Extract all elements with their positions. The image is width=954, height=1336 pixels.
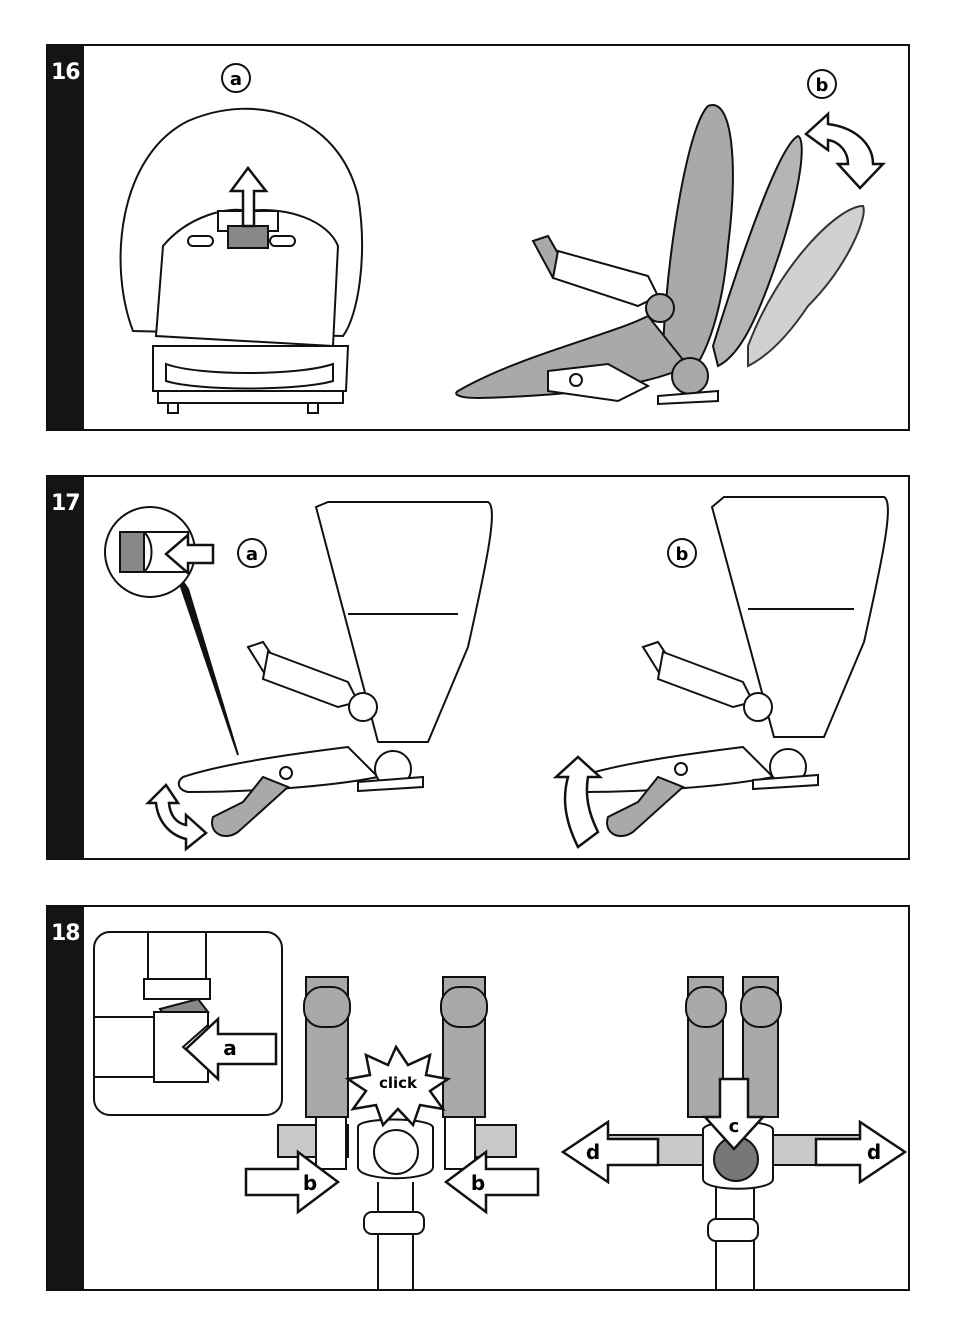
label-a-badge: a: [238, 539, 266, 567]
label-b-badge: b: [668, 539, 696, 567]
buckle-inset: [94, 932, 282, 1115]
step-18-illustration: a click b b: [48, 907, 910, 1291]
label-d-right: d: [867, 1140, 881, 1164]
step-16-panel: 16 a: [46, 44, 910, 431]
harness-unbuckled: [278, 977, 516, 1291]
svg-text:a: a: [230, 69, 242, 90]
label-a-badge: a: [222, 64, 250, 92]
label-b-right: b: [471, 1171, 485, 1195]
svg-text:a: a: [246, 544, 258, 565]
step-18-panel: 18 a: [46, 905, 910, 1291]
highchair-front-view: [121, 109, 362, 413]
label-d-left: d: [586, 1140, 600, 1164]
label-b-badge: b: [808, 70, 836, 98]
rotate-arrow-icon: [806, 114, 883, 188]
label-c: c: [729, 1116, 740, 1137]
step-17-illustration: a: [48, 477, 910, 860]
step-16-illustration: a b: [48, 46, 910, 431]
svg-text:b: b: [816, 75, 829, 96]
click-label: click: [379, 1074, 418, 1092]
zoom-inset: [105, 507, 238, 755]
pull-left-arrow-icon: [563, 1122, 658, 1182]
step-17-panel: 17 a: [46, 475, 910, 860]
rotate-down-arrow-icon: [148, 785, 206, 849]
pull-right-arrow-icon: [816, 1122, 905, 1182]
highchair-side-view: [456, 105, 864, 404]
svg-text:b: b: [676, 544, 689, 565]
highchair-side-view-a: [179, 502, 492, 836]
label-a: a: [223, 1036, 237, 1060]
rotate-up-arrow-icon: [556, 757, 600, 847]
highchair-side-view-b: [574, 497, 888, 836]
label-b-left: b: [303, 1171, 317, 1195]
